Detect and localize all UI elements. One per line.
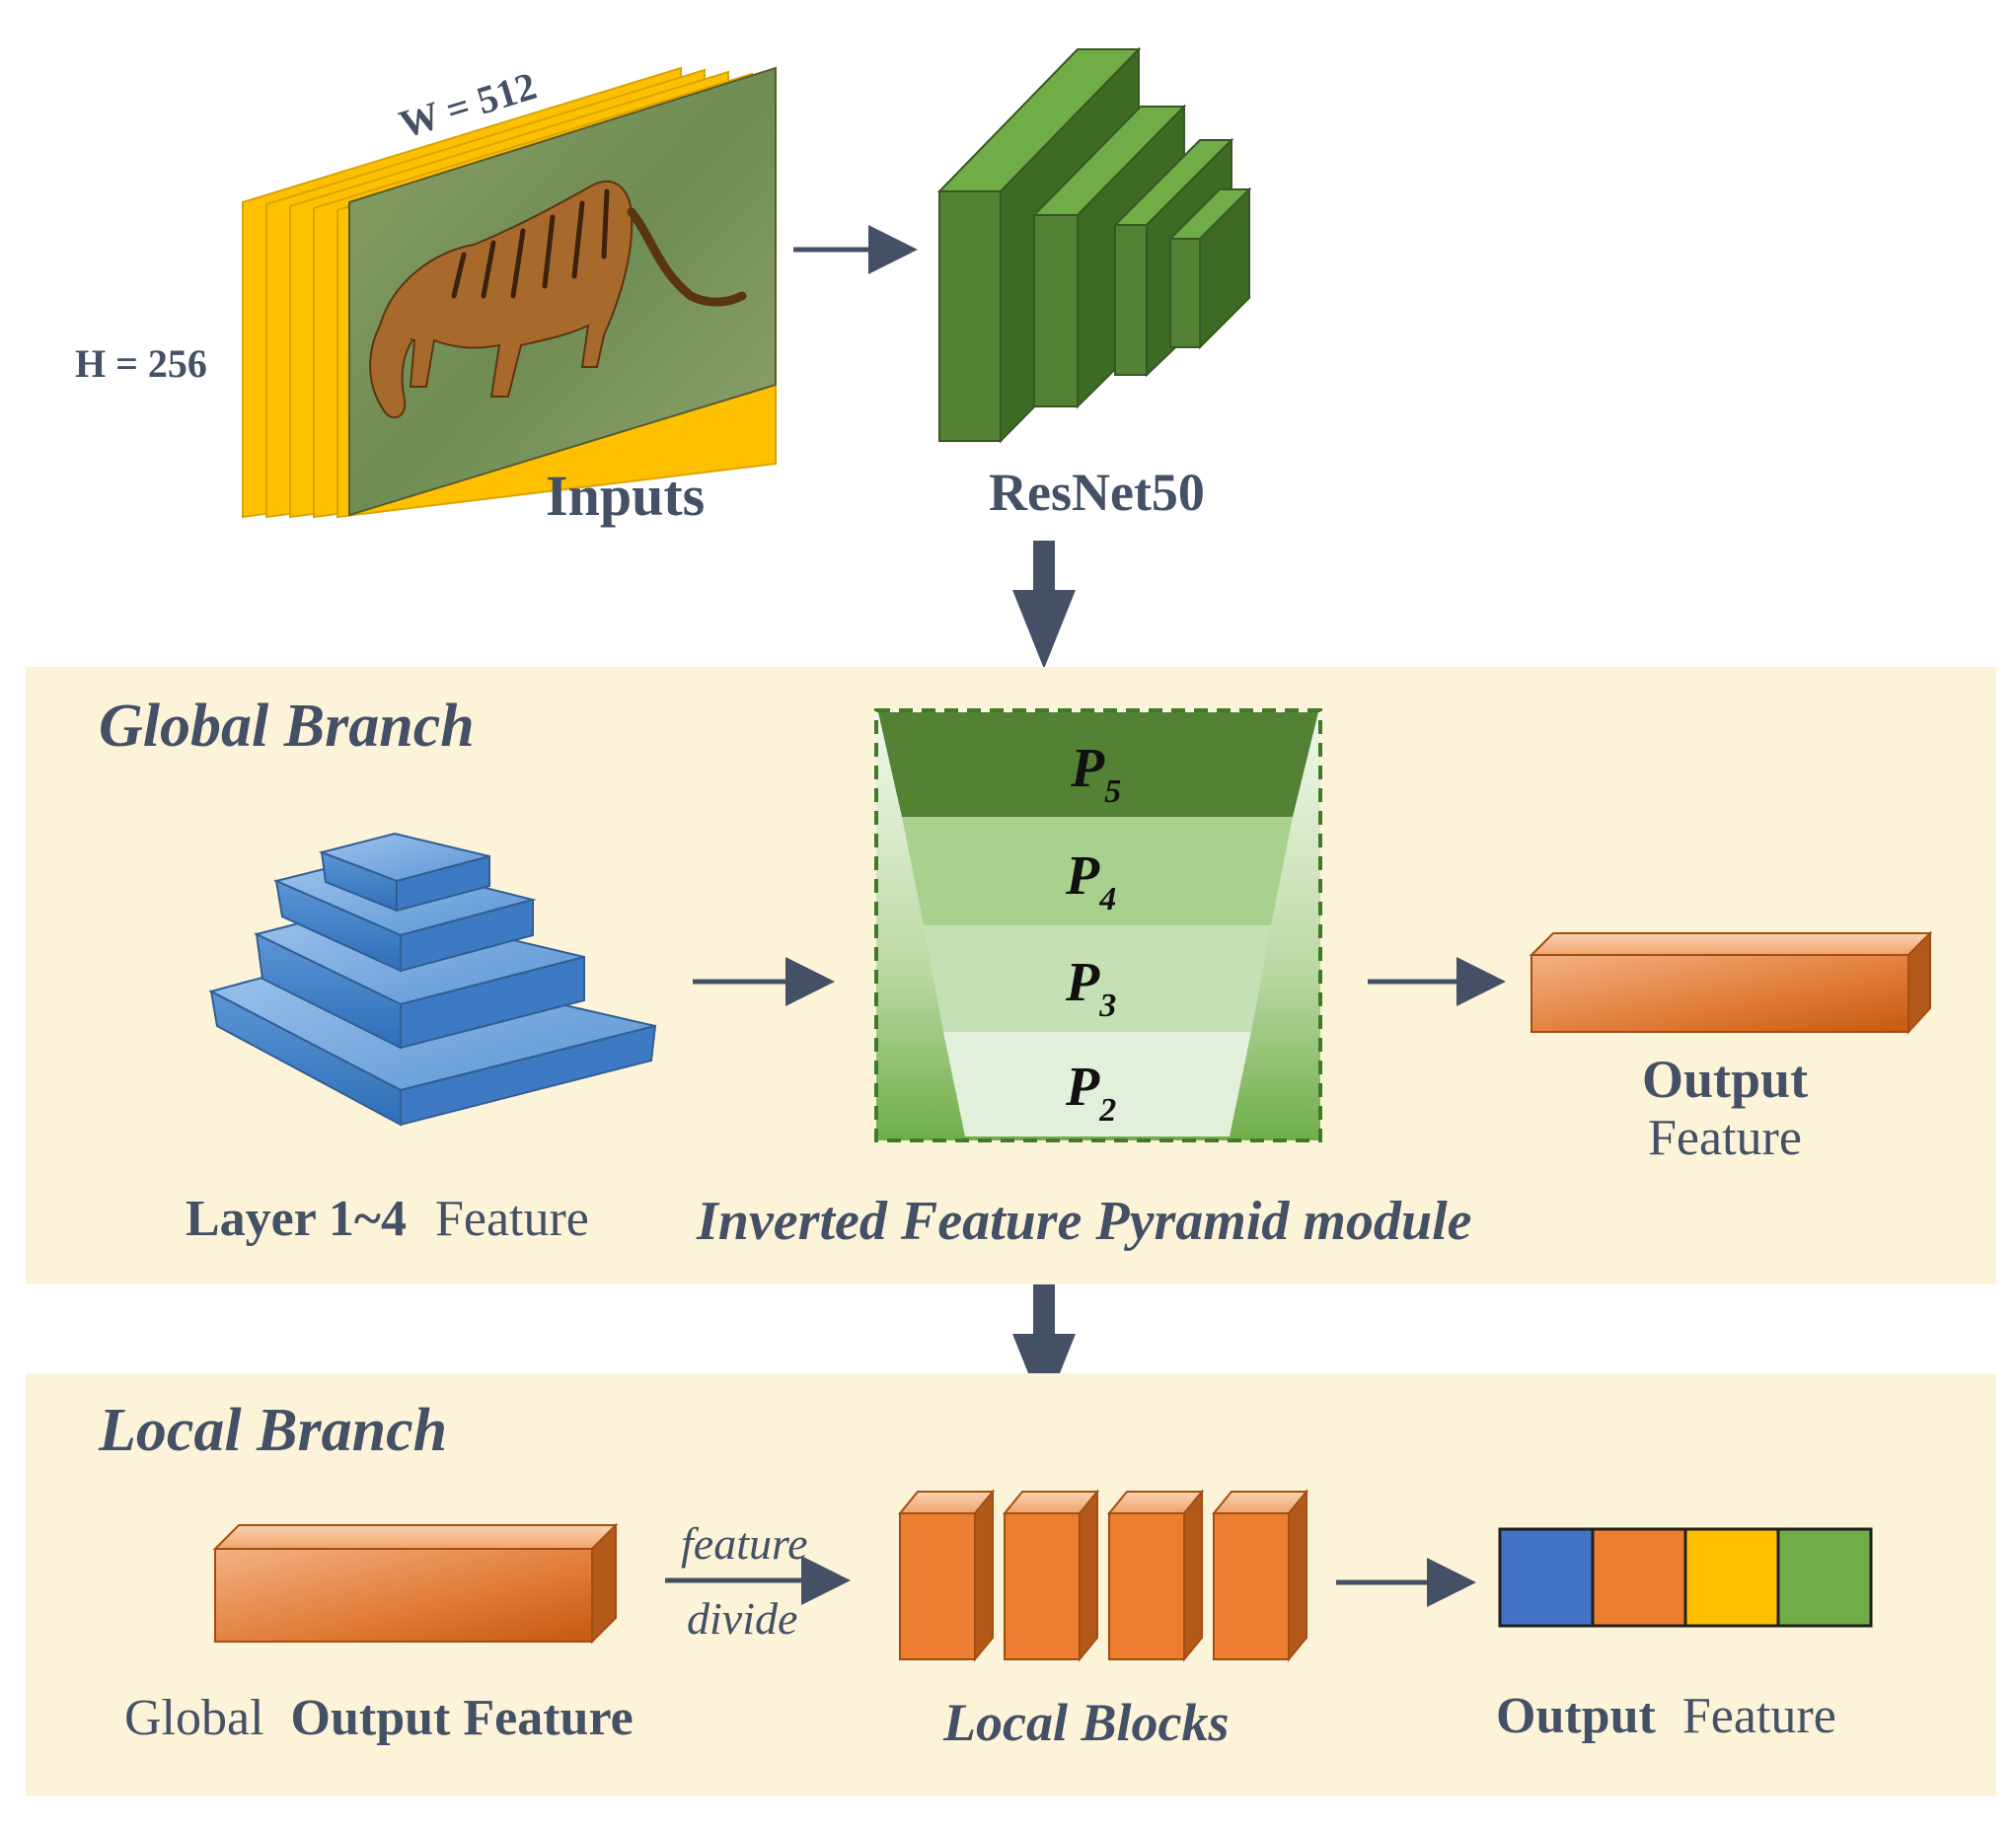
ifp-label-p4: P4 [1065,845,1116,917]
local-output-feature [1498,1527,1873,1628]
ifp-label-p2: P2 [1065,1057,1116,1129]
local-input-normal: Global [124,1690,264,1746]
local-output-label: Output Feature [1496,1688,1836,1744]
global-branch-title: Global Branch [99,693,475,760]
inputs-title: Inputs [546,464,705,528]
feature-divide-bottom: divide [687,1593,797,1644]
inputs-stack: W = 512 H = 256 Inputs [75,63,777,528]
global-output-feature-bar [1529,930,1933,1035]
ifp-level-p3 [924,925,1271,1032]
local-output-normal: Feature [1682,1688,1836,1744]
ifp-level-p5 [878,712,1318,817]
global-output-line2: Feature [1648,1110,1802,1166]
ifp-module-title: Inverted Feature Pyramid module [696,1191,1472,1252]
local-output-segment-3 [1683,1527,1780,1628]
layer-feature-label: Layer 1~4 Feature [186,1191,589,1247]
input-photo-tiger [348,66,777,517]
resnet50-title: ResNet50 [989,463,1205,522]
local-output-segment-2 [1591,1527,1687,1628]
ifp-label-p5: P5 [1070,738,1121,810]
height-label: H = 256 [75,341,207,386]
arrow-resnet-to-global [1012,541,1076,669]
local-output-segment-1 [1498,1527,1595,1628]
ifp-label-p3: P3 [1065,952,1116,1024]
local-input-feature-bar [212,1522,619,1645]
layer-feature-normal: Feature [435,1191,589,1247]
layer-feature-pyramid [208,832,657,1127]
local-output-bold: Output [1496,1688,1657,1744]
global-output-line1: Output [1642,1050,1808,1109]
ifp-level-p2 [943,1032,1251,1136]
local-block-2 [1002,1489,1100,1662]
local-output-segment-4 [1776,1527,1873,1628]
ifp-module: P5 P4 P3 P2 [874,708,1322,1142]
local-input-label: Global Output Feature [124,1690,634,1746]
ifp-level-p4 [902,817,1293,925]
local-blocks [897,1489,1309,1662]
local-branch-title: Local Branch [98,1397,447,1464]
feature-divide-top: feature [681,1518,808,1569]
local-blocks-title: Local Blocks [942,1693,1229,1752]
local-block-3 [1106,1489,1205,1662]
local-block-4 [1211,1489,1309,1662]
resnet50-block: ResNet50 [936,46,1252,522]
local-input-bold: Output Feature [291,1690,634,1746]
local-block-1 [897,1489,996,1662]
layer-feature-bold: Layer 1~4 [186,1191,407,1247]
